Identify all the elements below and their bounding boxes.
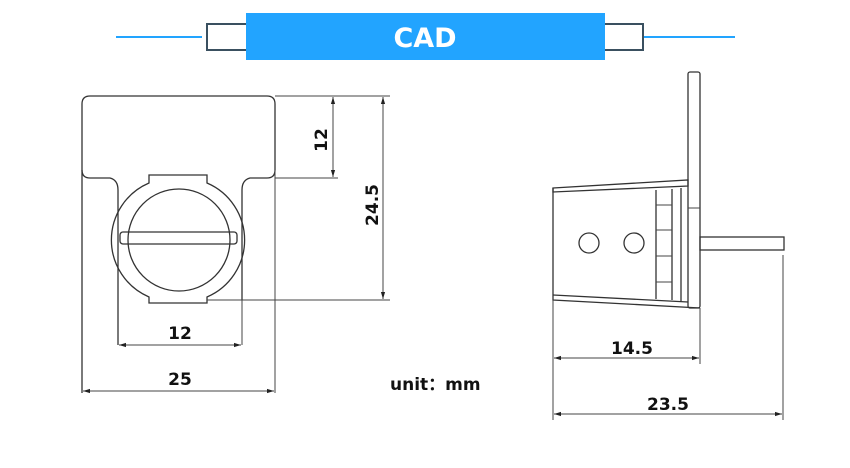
slot-bar <box>119 231 238 245</box>
dim-total-height: 24.5 <box>363 184 383 226</box>
dim-body-length: 14.5 <box>611 339 653 359</box>
dim-total-width: 25 <box>168 370 192 390</box>
dim-total-length: 23.5 <box>647 395 689 415</box>
unit-label: unit：mm <box>390 375 481 395</box>
dim-body-width: 12 <box>168 324 192 344</box>
title-banner: CAD <box>116 13 735 60</box>
hole-icon <box>578 232 600 254</box>
pin <box>699 236 785 251</box>
side-plate <box>687 71 701 309</box>
dim-tab-height: 12 <box>312 128 332 152</box>
title-text: CAD <box>393 23 456 54</box>
side-view: 14.5 23.5 <box>552 71 785 420</box>
front-view: 12 24.5 12 25 <box>81 95 390 394</box>
seal-head-outline <box>110 174 246 304</box>
seal-disc <box>127 188 231 292</box>
hole-icon <box>623 232 645 254</box>
